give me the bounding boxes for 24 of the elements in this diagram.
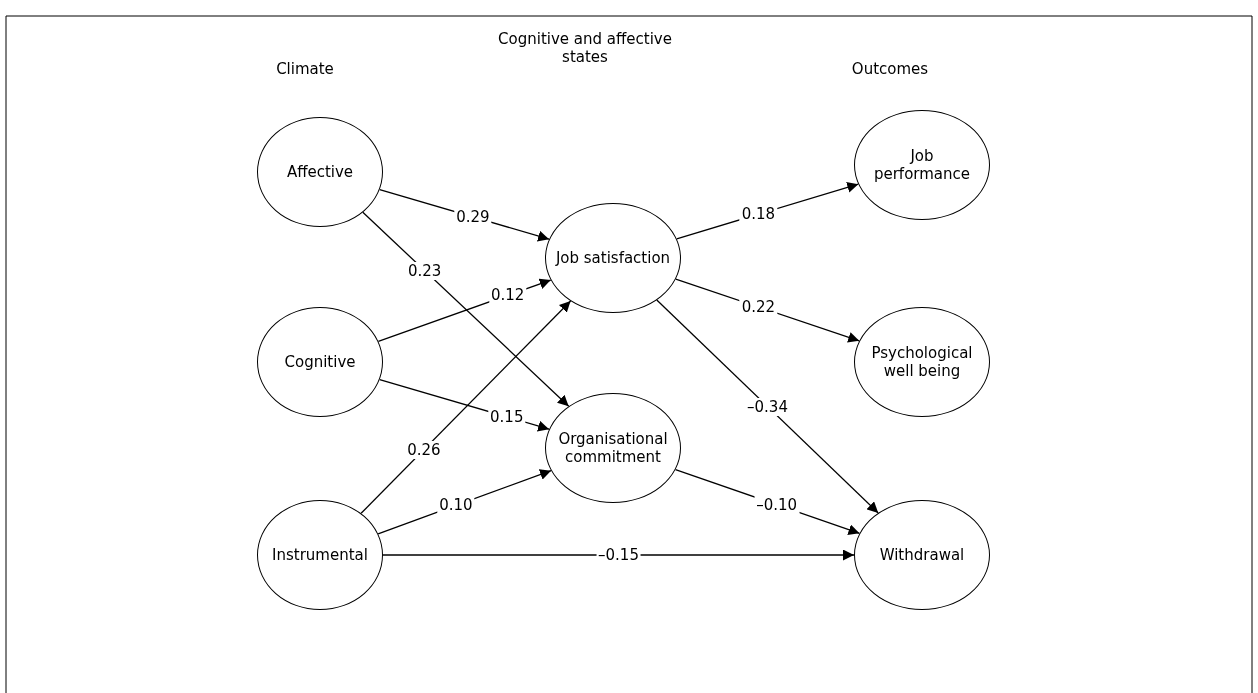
edge-label: –0.10 (754, 495, 800, 514)
arrow (360, 300, 572, 514)
edge-label: 0.18 (739, 205, 778, 224)
edge-label: 0.22 (739, 297, 778, 316)
column-heading: Outcomes (850, 60, 930, 78)
node-label: Withdrawal (879, 546, 965, 564)
node-label: Psychological well being (870, 344, 974, 380)
node-label: Instrumental (272, 546, 368, 564)
node-label: Organisational commitment (557, 430, 669, 466)
column-heading: Cognitive and affective states (497, 30, 673, 66)
edge-label: 0.12 (488, 286, 527, 305)
node-label: Affective (286, 163, 354, 181)
arrow (656, 299, 879, 514)
node-label: Cognitive (284, 353, 356, 371)
arrow (362, 211, 570, 407)
node-label: Job satisfaction (555, 249, 671, 267)
edge-label: 0.10 (437, 496, 475, 515)
edge-label: –0.34 (745, 397, 790, 416)
node-label: Job performance (872, 147, 972, 183)
edge-label: 0.29 (454, 207, 492, 226)
edge-label: 0.15 (488, 407, 526, 426)
edge-label: 0.26 (405, 440, 443, 459)
column-heading: Climate (275, 60, 335, 78)
arrow (382, 549, 855, 561)
